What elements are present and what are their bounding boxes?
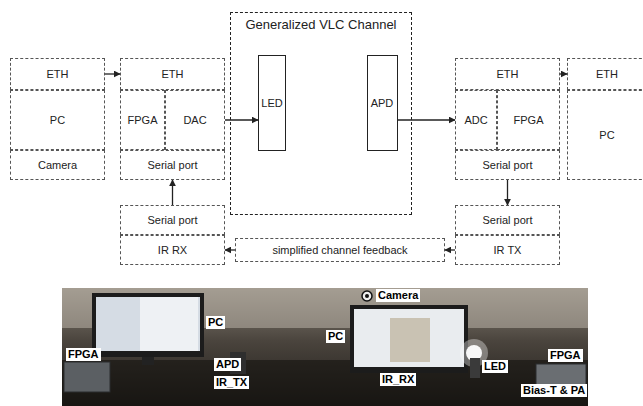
screen-window xyxy=(140,297,198,351)
photo-label: Bias-T & PA xyxy=(521,384,587,397)
led-block: LED xyxy=(258,55,286,151)
photo-label: IR_RX xyxy=(380,373,416,386)
screen-left xyxy=(96,297,200,351)
photo-label: FPGA xyxy=(66,348,101,361)
signal-arrow xyxy=(398,119,456,120)
block-section: ETH xyxy=(10,58,105,90)
block-label: FPGA xyxy=(128,114,158,126)
block-label: Camera xyxy=(38,159,77,171)
signal-arrow xyxy=(172,180,173,205)
block-section: ETH xyxy=(120,58,225,90)
block-section: PC xyxy=(567,90,643,180)
monitor-left xyxy=(92,293,204,357)
block-section: Camera xyxy=(10,150,105,180)
camera-icon xyxy=(362,291,372,301)
block-label: Serial port xyxy=(147,214,197,226)
monitor-stand xyxy=(142,357,154,365)
block-label: Serial port xyxy=(482,214,532,226)
apd-block: APD xyxy=(367,55,398,151)
block-section: ADC xyxy=(455,90,497,150)
block-label: DAC xyxy=(183,114,206,126)
block-label: ADC xyxy=(464,114,487,126)
block-label: simplified channel feedback xyxy=(272,244,407,256)
block-section: IR RX xyxy=(120,235,225,265)
signal-arrow xyxy=(225,249,235,250)
block-section: Serial port xyxy=(120,205,225,235)
signal-arrow xyxy=(105,73,120,74)
block-label: LED xyxy=(261,97,282,109)
block-section: ETH xyxy=(455,58,560,90)
block-label: PC xyxy=(599,129,614,141)
block-label: ETH xyxy=(596,68,618,80)
photo-label: PC xyxy=(326,330,345,343)
signal-arrow xyxy=(560,73,567,74)
photo-label: FPGA xyxy=(548,349,583,362)
fpga-box xyxy=(64,362,110,392)
block-section: Serial port xyxy=(455,205,560,235)
block-label: ETH xyxy=(497,68,519,80)
block-section: IR TX xyxy=(455,235,560,265)
screen-scene xyxy=(390,318,430,362)
block-label: IR RX xyxy=(158,244,187,256)
photo-label: LED xyxy=(482,360,508,373)
block-label: Serial port xyxy=(482,159,532,171)
block-label: IR TX xyxy=(494,244,522,256)
monitor-right xyxy=(350,305,468,373)
block-label: APD xyxy=(371,97,394,109)
fpga-box xyxy=(536,364,586,386)
block-section: DAC xyxy=(165,90,225,150)
camera-lens xyxy=(365,294,369,298)
signal-arrow xyxy=(445,249,455,250)
block-section: ETH xyxy=(567,58,643,90)
block-label: PC xyxy=(50,114,65,126)
photo-label: Camera xyxy=(376,289,420,302)
photo-label: IR_TX xyxy=(214,376,249,389)
signal-arrow xyxy=(507,180,508,205)
block-label: FPGA xyxy=(514,114,544,126)
block-section: Serial port xyxy=(455,150,560,180)
screen-right xyxy=(354,309,464,367)
channel-region: Generalized VLC ChannelLED APD xyxy=(230,12,412,215)
photo-label: APD xyxy=(214,358,241,371)
photo-ground xyxy=(62,288,588,406)
block-label: ETH xyxy=(47,68,69,80)
photo-label: PC xyxy=(206,316,225,329)
block-section: PC xyxy=(10,90,105,150)
block-label: ETH xyxy=(162,68,184,80)
block-label: Generalized VLC Channel xyxy=(245,18,396,32)
block-section: FPGA xyxy=(497,90,560,150)
block-section: Serial port xyxy=(120,150,225,180)
led-mount xyxy=(470,358,480,378)
block-section: FPGA xyxy=(120,90,165,150)
photo-bench xyxy=(62,360,588,406)
feedback-box: simplified channel feedback xyxy=(235,238,445,262)
block-label: Serial port xyxy=(147,159,197,171)
